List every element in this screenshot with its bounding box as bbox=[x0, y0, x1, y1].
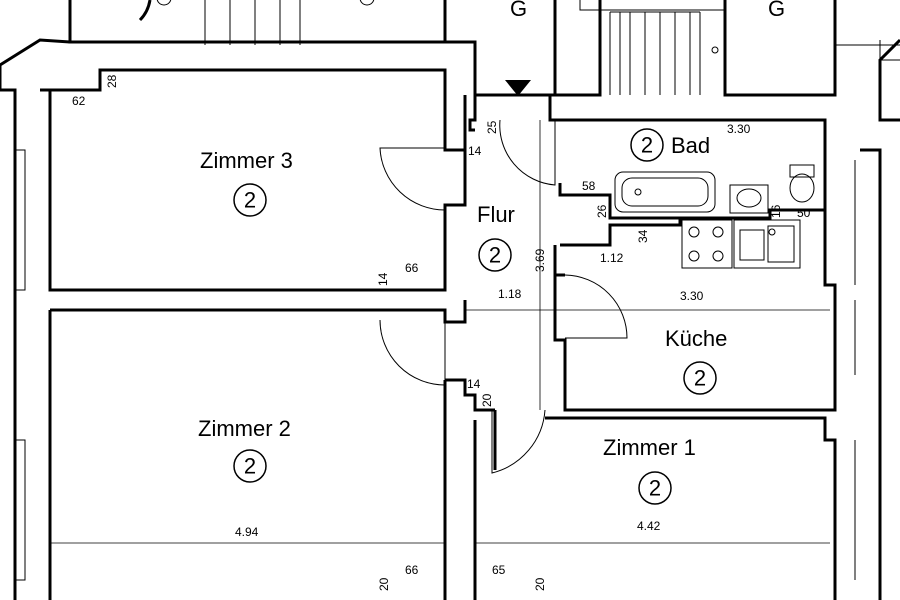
room-zimmer3: Zimmer 3 2 62 28 14 14 66 bbox=[40, 68, 482, 292]
dim-flur-369: 3.69 bbox=[533, 248, 547, 272]
zimmer3-number: 2 bbox=[244, 188, 256, 213]
bad-name: Bad bbox=[671, 133, 710, 158]
dim-z3-14b: 14 bbox=[376, 272, 390, 286]
dim-k-34: 34 bbox=[636, 229, 650, 243]
dim-flur-118: 1.18 bbox=[498, 287, 522, 301]
bathtub bbox=[614, 171, 716, 213]
dim-bad-16: 16 bbox=[769, 204, 783, 218]
dim-flur-25: 25 bbox=[485, 120, 499, 134]
dim-z1-442: 4.42 bbox=[637, 519, 661, 533]
dim-z2-20: 20 bbox=[377, 577, 391, 591]
g-label-right: G bbox=[768, 0, 785, 21]
zimmer3-name: Zimmer 3 bbox=[200, 148, 293, 173]
zimmer2-number: 2 bbox=[244, 454, 256, 479]
zimmer2-name: Zimmer 2 bbox=[198, 416, 291, 441]
washbasin bbox=[729, 184, 769, 214]
stove bbox=[681, 219, 733, 269]
dim-z2-494: 4.94 bbox=[235, 525, 259, 539]
dim-z2-20-door: 20 bbox=[480, 393, 494, 407]
dim-z1-20: 20 bbox=[533, 577, 547, 591]
toilet-tank bbox=[789, 164, 815, 178]
dim-z3-28: 28 bbox=[105, 74, 119, 88]
room-zimmer2: Zimmer 2 2 4.94 20 66 14 20 bbox=[48, 300, 495, 600]
bad-number: 2 bbox=[641, 133, 653, 158]
dim-z2-66: 66 bbox=[405, 563, 419, 577]
dim-bad-58: 58 bbox=[582, 179, 596, 193]
dim-bad-50: 50 bbox=[797, 206, 811, 220]
room-bad: 2 Bad 3.30 58 26 16 50 bbox=[558, 118, 827, 230]
zimmer1-number: 2 bbox=[649, 476, 661, 501]
kitchen-sink bbox=[733, 219, 801, 269]
flur-number: 2 bbox=[489, 243, 501, 268]
room-flur: Flur 2 25 3.69 1.18 bbox=[465, 80, 830, 410]
dim-k-112: 1.12 bbox=[600, 251, 624, 265]
top-area: G G bbox=[68, 0, 900, 97]
dim-z1-65: 65 bbox=[492, 563, 506, 577]
zimmer1-name: Zimmer 1 bbox=[603, 435, 696, 460]
dim-k-330: 3.30 bbox=[680, 289, 704, 303]
dim-bad-26: 26 bbox=[595, 204, 609, 218]
toilet bbox=[789, 173, 815, 203]
dim-z3-14r: 14 bbox=[468, 144, 482, 158]
dim-z3-62: 62 bbox=[72, 94, 86, 108]
dim-z3-66: 66 bbox=[405, 261, 419, 275]
entrance-marker bbox=[505, 80, 531, 96]
flur-name: Flur bbox=[477, 202, 515, 227]
dim-z2-14: 14 bbox=[467, 377, 481, 391]
room-kueche: Küche 2 34 1.12 3.30 bbox=[553, 218, 856, 412]
room-zimmer1: Zimmer 1 2 4.42 65 20 bbox=[473, 409, 837, 600]
g-label-left: G bbox=[510, 0, 527, 21]
dim-bad-330: 3.30 bbox=[727, 122, 751, 136]
kueche-name: Küche bbox=[665, 326, 727, 351]
kueche-number: 2 bbox=[694, 366, 706, 391]
outer-walls bbox=[0, 38, 900, 600]
